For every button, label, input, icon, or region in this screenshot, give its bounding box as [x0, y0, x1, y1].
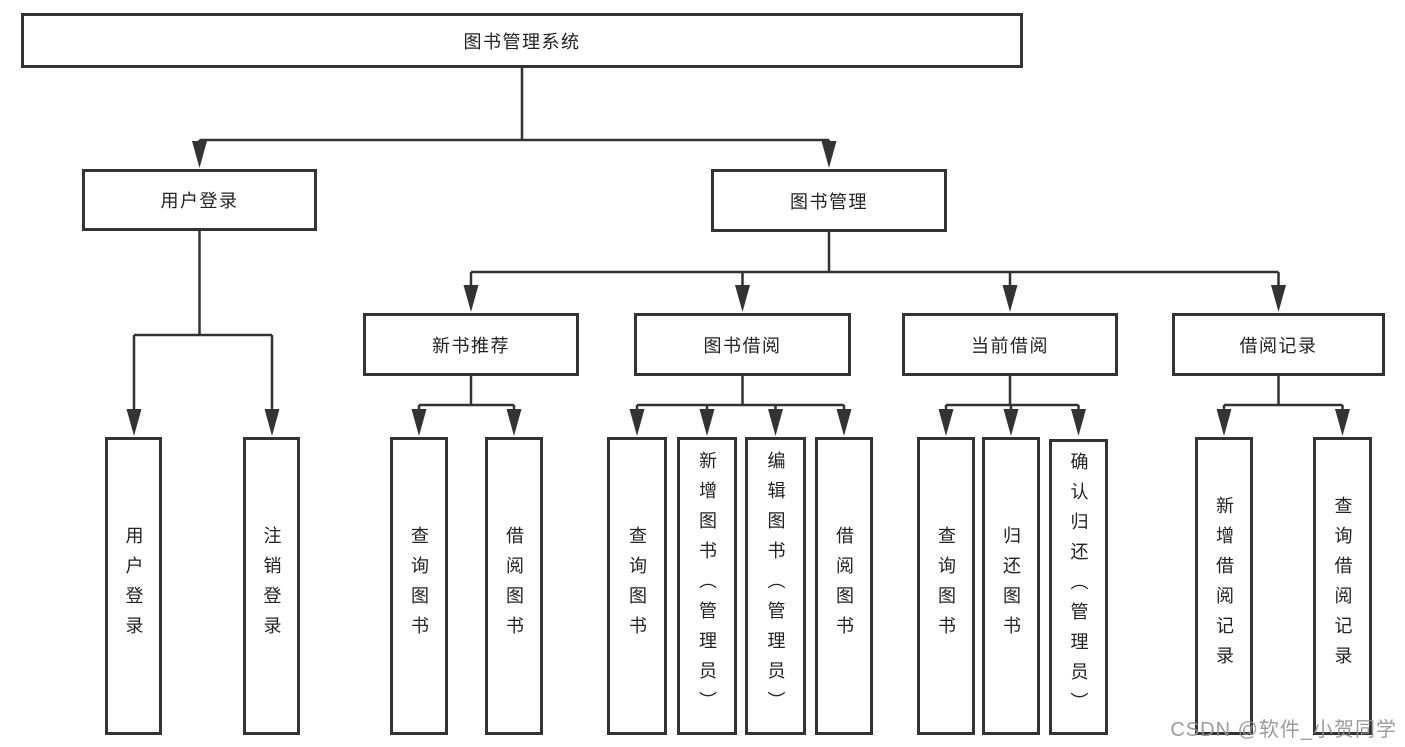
node-label: 归还图书	[1001, 526, 1021, 646]
leaf-return-books: 归还图书	[982, 437, 1040, 735]
arrowhead-icon	[126, 141, 1350, 436]
node-label: 新书推荐	[432, 335, 510, 356]
node-label: 查询借阅记录	[1332, 496, 1353, 676]
node-label: 借阅记录	[1239, 335, 1318, 356]
leaf-add-books-admin: 新增图书（管理员）	[677, 437, 737, 735]
node-root-system: 图书管理系统	[21, 13, 1023, 68]
node-label: 查询图书	[627, 526, 647, 646]
leaf-add-borrow-record: 新增借阅记录	[1195, 437, 1253, 735]
node-label: 查询图书	[936, 526, 956, 646]
node-label: 借阅图书	[504, 526, 524, 646]
csdn-watermark: CSDN @软件_小贺同学	[1170, 719, 1397, 741]
node-label: 图书管理系统	[463, 31, 581, 52]
node-borrow-records: 借阅记录	[1172, 313, 1385, 376]
leaf-logout: 注销登录	[243, 437, 300, 735]
leaf-borrow-books-2: 借阅图书	[815, 437, 873, 735]
node-label: 查询图书	[409, 526, 429, 646]
leaf-borrow-books-1: 借阅图书	[485, 437, 543, 735]
node-current-borrow: 当前借阅	[902, 313, 1118, 376]
node-label: 新增图书（管理员）	[697, 451, 717, 721]
node-book-borrow: 图书借阅	[634, 313, 851, 376]
node-book-management: 图书管理	[711, 169, 947, 232]
leaf-confirm-return-admin: 确认归还（管理员）	[1049, 439, 1108, 735]
node-new-book-recommend: 新书推荐	[363, 313, 579, 376]
node-label: 编辑图书（管理员）	[765, 451, 786, 721]
node-label: 当前借阅	[971, 335, 1049, 356]
leaf-query-books-2: 查询图书	[607, 437, 667, 735]
leaf-edit-books-admin: 编辑图书（管理员）	[745, 437, 806, 735]
node-label: 借阅图书	[834, 526, 854, 646]
node-label: 注销登录	[261, 526, 282, 646]
node-user-login: 用户登录	[82, 169, 317, 231]
node-label: 用户登录	[160, 191, 239, 211]
leaf-query-borrow-record: 查询借阅记录	[1313, 437, 1372, 735]
leaf-user-login: 用户登录	[105, 437, 162, 735]
leaf-query-books-1: 查询图书	[390, 437, 448, 735]
node-label: 新增借阅记录	[1214, 496, 1234, 676]
node-label: 图书借阅	[703, 335, 782, 356]
leaf-query-books-3: 查询图书	[917, 437, 975, 735]
node-label: 用户登录	[123, 526, 144, 646]
node-label: 确认归还（管理员）	[1068, 452, 1089, 722]
node-label: 图书管理	[790, 191, 868, 212]
